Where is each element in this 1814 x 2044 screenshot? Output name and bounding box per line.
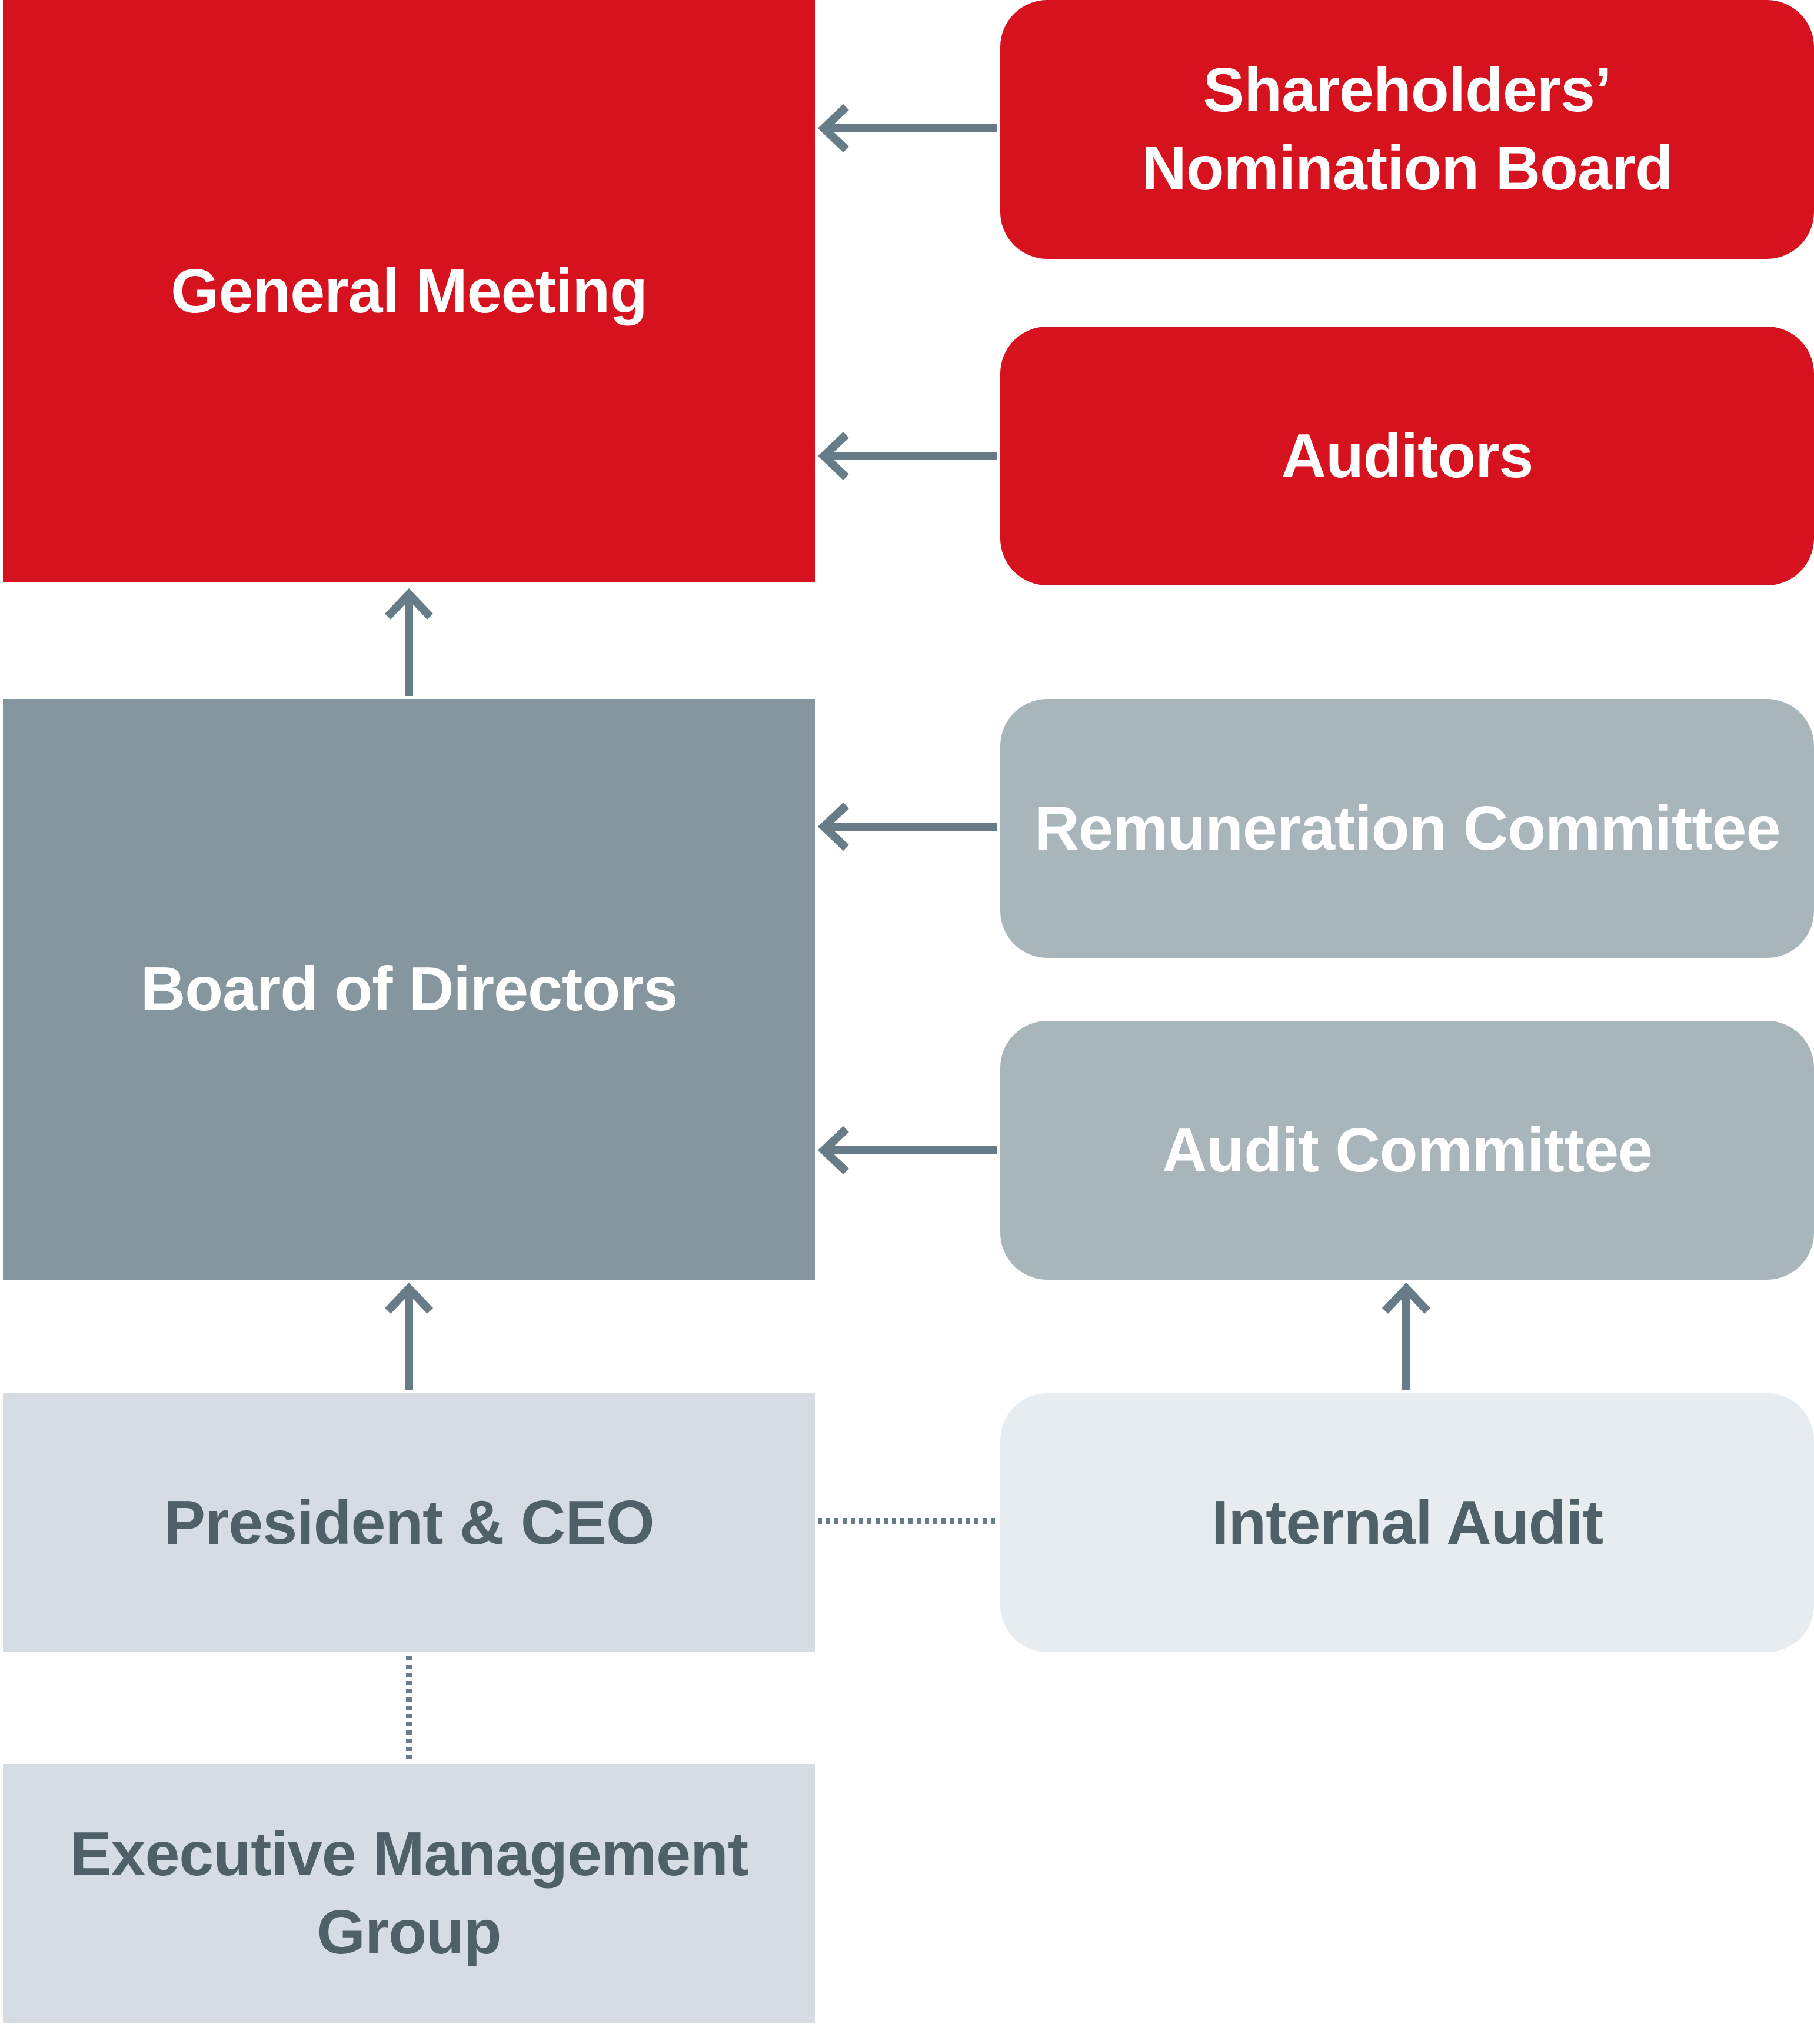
internal-audit-box: Internal Audit [1000, 1393, 1814, 1652]
internal-audit-label: Internal Audit [1211, 1487, 1603, 1557]
arrow-ceo-to-board [384, 1282, 434, 1390]
executive-management-group-box: Executive Management Group [3, 1764, 815, 2023]
arrow-internal-audit-to-audit-committee [1382, 1282, 1431, 1390]
executive-management-group-label-line1: Executive Management [69, 1819, 748, 1889]
audit-committee-label: Audit Committee [1162, 1115, 1653, 1185]
remuneration-committee-label: Remuneration Committee [1034, 793, 1781, 863]
board-of-directors-box: Board of Directors [3, 699, 815, 1280]
board-of-directors-label: Board of Directors [140, 954, 678, 1024]
arrow-audit-committee-to-board [817, 1126, 997, 1175]
arrow-remuneration-to-board [817, 802, 997, 851]
general-meeting-box: General Meeting [3, 0, 815, 582]
nomination-board-label-line1: Shareholders’ [1203, 55, 1612, 125]
arrow-nomination-to-general-meeting [817, 104, 997, 153]
president-ceo-label: President & CEO [164, 1487, 654, 1557]
remuneration-committee-box: Remuneration Committee [1000, 699, 1814, 958]
auditors-box: Auditors [1000, 327, 1814, 585]
nomination-board-box: Shareholders’ Nomination Board [1000, 0, 1814, 259]
arrow-board-to-general-meeting [384, 588, 434, 696]
audit-committee-box: Audit Committee [1000, 1021, 1814, 1280]
nomination-board-label-line2: Nomination Board [1141, 134, 1673, 203]
arrow-auditors-to-general-meeting [817, 431, 997, 481]
general-meeting-label: General Meeting [171, 256, 648, 326]
president-ceo-box: President & CEO [3, 1393, 815, 1652]
auditors-label: Auditors [1281, 421, 1534, 491]
executive-management-group-label-line2: Group [317, 1897, 502, 1967]
